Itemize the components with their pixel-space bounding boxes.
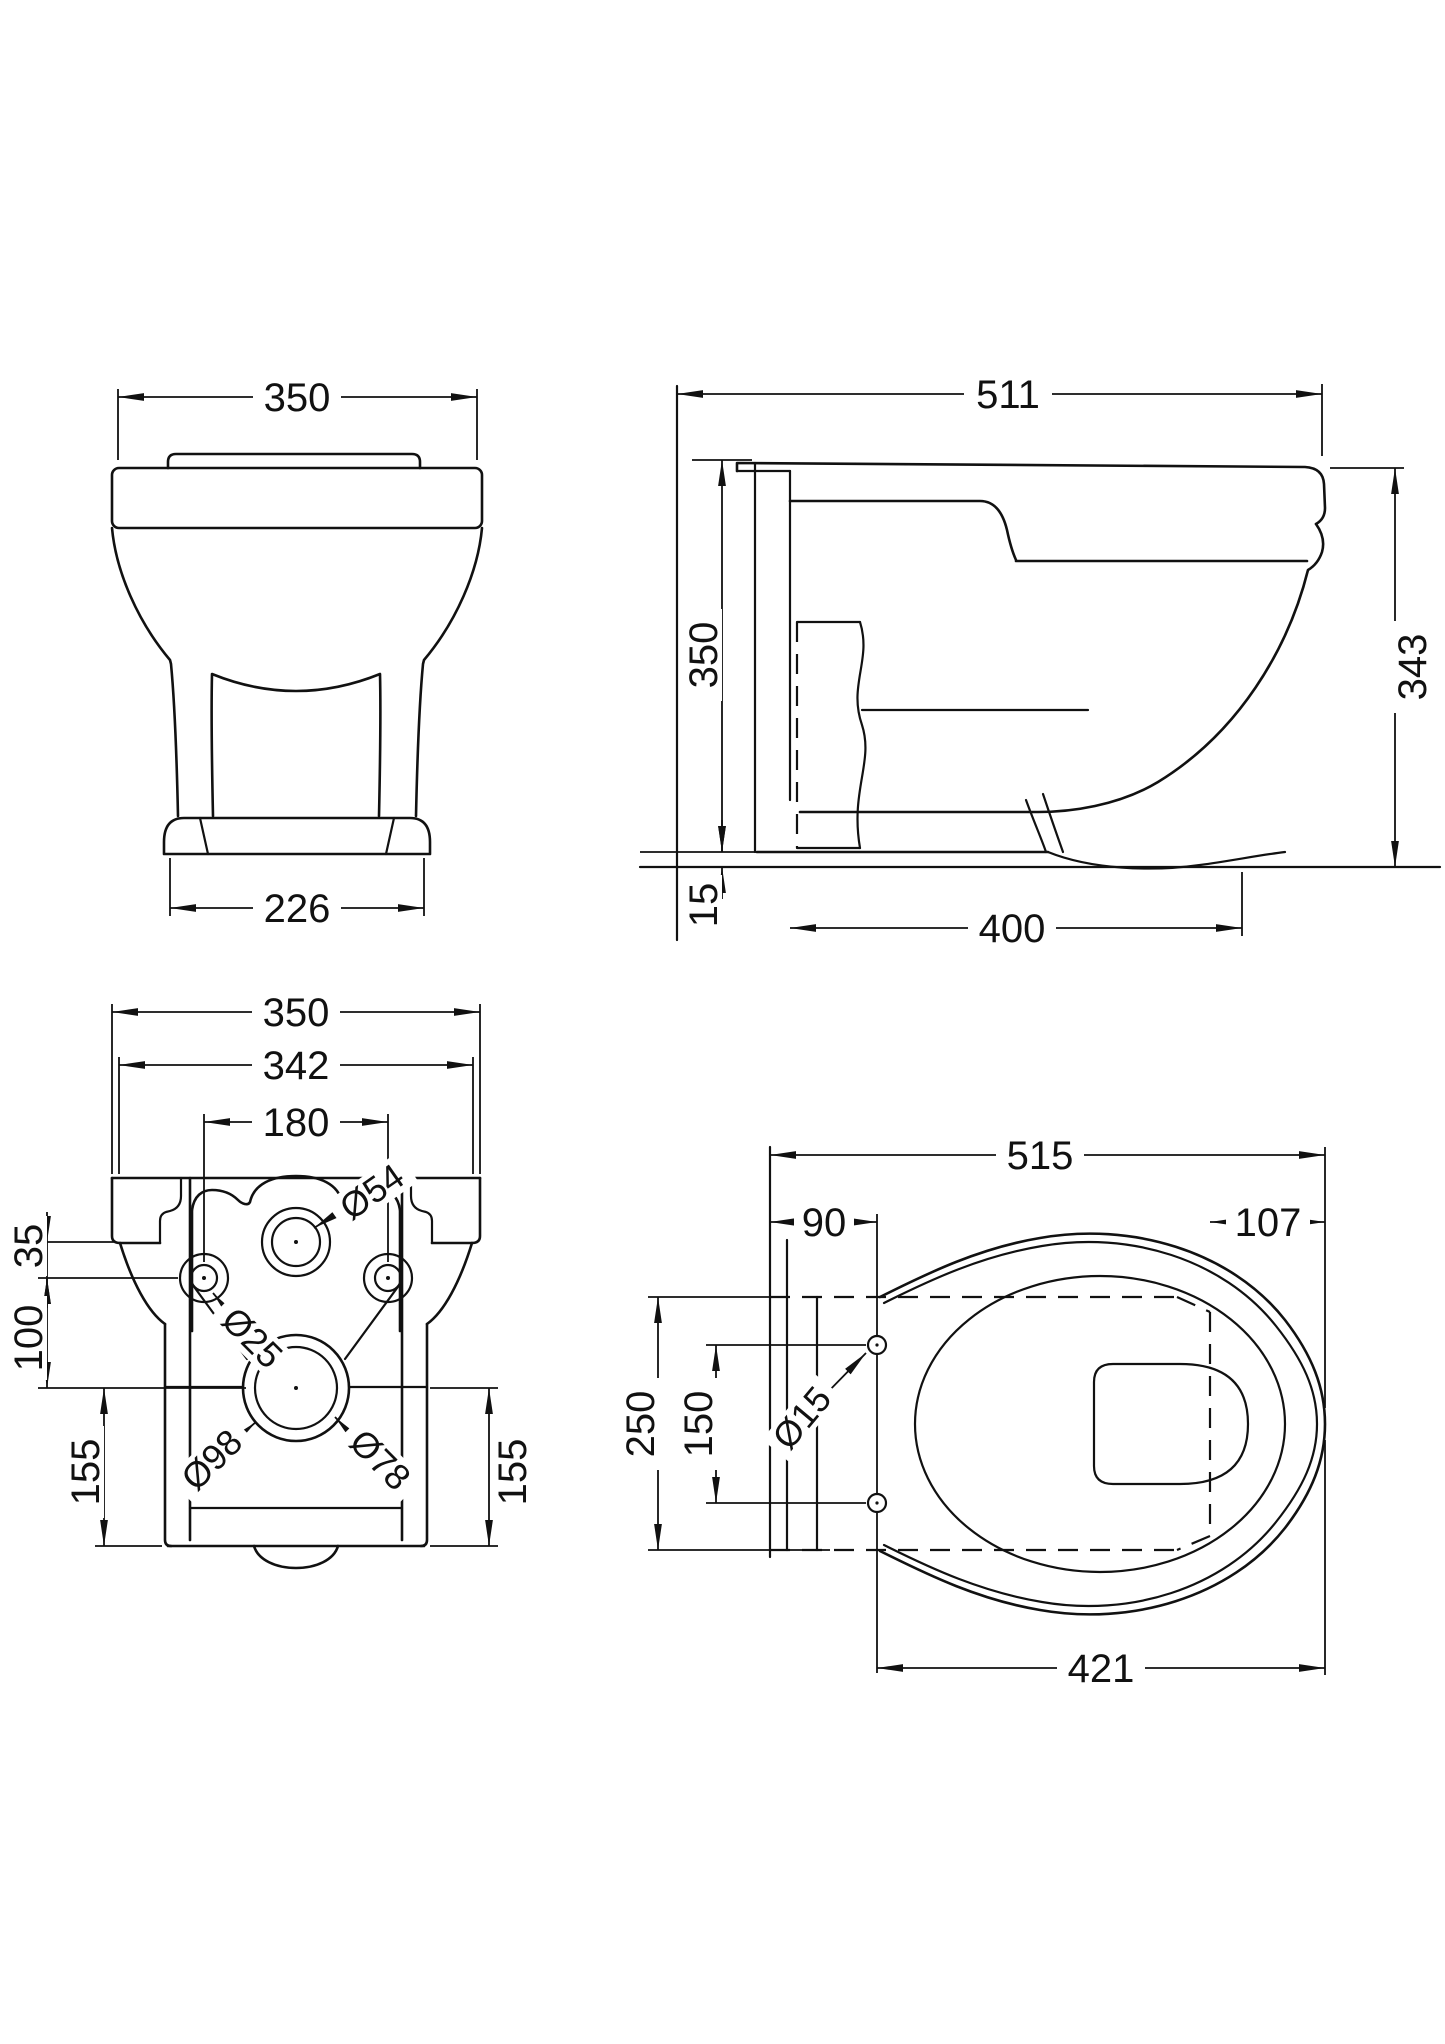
side-bowl-front (798, 522, 1325, 814)
plan-seat-inner-edge (882, 1240, 1319, 1608)
dim-plan-hinge-centres: 150 (677, 1344, 866, 1504)
front-seat-lid (166, 452, 422, 470)
leader-plan-hinge-hole-diameter: Ø15 (761, 1352, 867, 1462)
plan-water-area (1092, 1362, 1250, 1486)
front-base-width-label: 226 (264, 887, 331, 931)
rear-fixing-left-inner (189, 1263, 219, 1293)
side-trap-front-inner (1041, 792, 1065, 854)
rear-inlet-centre-dot (294, 1240, 298, 1244)
front-plinth-step-left (198, 816, 210, 856)
plan-hinge-hole-bottom-dot (875, 1501, 879, 1505)
rear-outlet-height-right-label: 155 (491, 1439, 535, 1506)
rear-left-wing (110, 1176, 162, 1245)
front-width-label: 350 (264, 376, 331, 420)
rear-outlet-inner-circle (253, 1345, 339, 1431)
rear-inlet-drop-label: 35 (7, 1224, 51, 1269)
dim-plan-seat-depth: 421 (877, 1647, 1325, 1691)
plan-frame-width-label: 250 (619, 1391, 663, 1458)
rear-fixing-centres-label: 180 (263, 1101, 330, 1145)
plan-hinge-centres-label: 150 (677, 1391, 721, 1458)
rear-outlet-height-left-label: 155 (64, 1439, 108, 1506)
plan-bowl-rim (913, 1274, 1287, 1574)
side-elevation-view: 511 350 343 15 (638, 373, 1442, 951)
dim-plan-hinge-setback: 90 (770, 1201, 877, 1245)
plan-hinge-setback-label: 90 (802, 1201, 847, 1245)
rear-left-side-curve (118, 1241, 167, 1326)
dim-side-seat-height: 350 (682, 459, 752, 852)
side-trap-front-outer (1024, 798, 1048, 854)
rear-right-side-curve (425, 1241, 474, 1326)
leader-rear-outlet-outer-diameter: Ø98 (168, 1416, 257, 1504)
dim-rear-fixing-centres: 180 (203, 1101, 389, 1262)
dim-rear-outlet-height-left: 155 (64, 1388, 162, 1547)
side-rim-height-label: 343 (1391, 634, 1435, 701)
dim-plan-front-overhang: 107 (1210, 1201, 1325, 1245)
side-trap-bottom (1046, 850, 1287, 870)
dim-side-base-depth: 400 (790, 872, 1243, 951)
rear-left-wing-inner (158, 1176, 183, 1245)
front-elevation-view: 350 226 (110, 376, 484, 931)
side-seat-lid (735, 461, 1327, 526)
dim-plan-overall-depth: 515 (770, 1134, 1326, 1675)
rear-right-outer-vertical (419, 1322, 429, 1548)
rear-fixing-right-inner (373, 1263, 403, 1293)
dim-front-overall-width: 350 (117, 376, 478, 460)
rear-width-label: 350 (263, 991, 330, 1035)
rear-rib-right (343, 1282, 402, 1361)
side-base-gap-label: 15 (682, 883, 726, 928)
leader-rear-outlet-inner-diameter: Ø78 (334, 1416, 424, 1504)
front-bowl-right (414, 526, 484, 818)
plan-view: 515 90 107 250 (619, 1134, 1327, 1691)
leader-rear-inlet-diameter: Ø54 (313, 1152, 419, 1232)
plan-depth-label: 515 (1007, 1134, 1074, 1178)
dim-front-base-width: 226 (169, 858, 425, 931)
front-toilet-outline (110, 452, 484, 856)
side-bracket-break-line (856, 620, 867, 850)
side-base-depth-label: 400 (979, 907, 1046, 951)
plan-seat-depth-label: 421 (1068, 1647, 1135, 1691)
dim-rear-inlet-drop: 35 (7, 1212, 178, 1308)
plan-hinge-hole-top-dot (875, 1343, 879, 1347)
rear-right-wing (430, 1176, 482, 1245)
rear-inlet-outer-circle (260, 1206, 332, 1278)
dim-rear-inlet-to-outlet: 100 (7, 1278, 246, 1389)
dim-rear-outlet-height-right: 155 (430, 1387, 535, 1547)
front-rim (110, 466, 484, 530)
plan-toilet-outline (768, 1145, 1327, 1673)
rear-inlet-inner-circle (270, 1216, 322, 1268)
plan-frame-hidden-chamfer-top (1176, 1295, 1211, 1314)
side-depth-label: 511 (976, 373, 1040, 417)
side-toilet-outline (638, 384, 1442, 942)
leader-rear-fixing-diameter: Ø25 (208, 1292, 296, 1382)
front-bowl-left (110, 526, 180, 818)
side-seat-underside (788, 499, 1018, 562)
dim-plan-frame-width: 250 (619, 1296, 830, 1551)
rear-elevation-view: 350 342 180 35 (7, 991, 535, 1570)
front-plinth (162, 816, 432, 856)
dim-rear-body-width: 342 (118, 1044, 474, 1174)
rear-fixing-right-dot (386, 1276, 390, 1280)
plan-frame-hidden-chamfer-bottom (1176, 1534, 1211, 1552)
rear-outlet-centre-dot (294, 1386, 298, 1390)
front-bowl-underside (210, 672, 382, 818)
dim-rear-overall-width: 350 (111, 991, 481, 1174)
dim-side-base-gap: 15 (682, 820, 726, 935)
rear-left-outer-vertical (163, 1322, 173, 1548)
rear-body-width-label: 342 (263, 1044, 330, 1088)
plan-front-overhang-label: 107 (1235, 1201, 1302, 1245)
plan-seat-outer-edge (878, 1232, 1327, 1616)
rear-outlet-bulge (252, 1544, 340, 1570)
side-height-label: 350 (682, 622, 726, 689)
rear-right-wing-inner (409, 1176, 434, 1245)
rear-toilet-outline (110, 1174, 482, 1570)
rear-fixing-left-dot (202, 1276, 206, 1280)
front-plinth-step-right (384, 816, 396, 856)
rear-inlet-to-outlet-label: 100 (7, 1305, 51, 1372)
dim-side-rim-height: 343 (1330, 467, 1435, 867)
dim-side-overall-depth: 511 (677, 373, 1323, 456)
